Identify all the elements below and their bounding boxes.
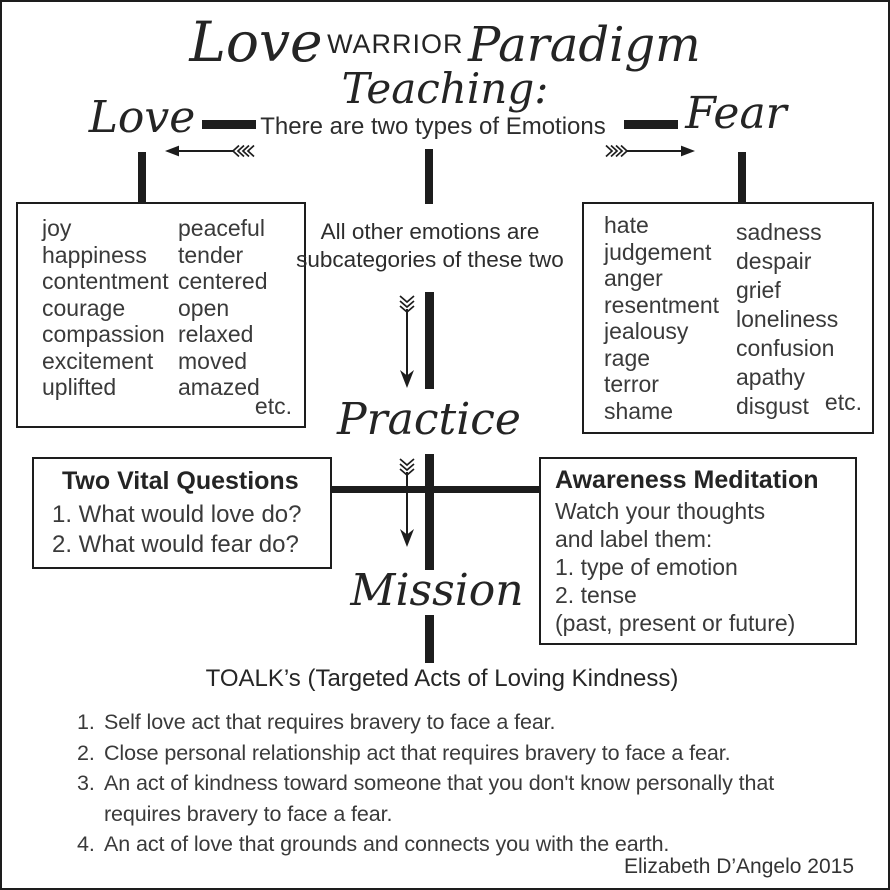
emotion-word: tender [178, 241, 244, 268]
vital-questions-title: Two Vital Questions [62, 467, 299, 495]
awareness-line: 2. tense [555, 582, 637, 608]
emotion-word: open [178, 294, 230, 321]
emotion-word: rage [604, 344, 651, 371]
toalk-list: 1. Self love act that requires bravery t… [77, 707, 829, 860]
arrow-left-icon [165, 144, 255, 158]
toalk-item-number: 3. [77, 771, 95, 795]
etc-label: etc. [254, 393, 292, 419]
toalk-item-text: Close personal relationship act that req… [104, 740, 731, 765]
emotion-word: sadness [736, 219, 822, 245]
emotion-word: terror [604, 371, 659, 397]
awareness-meditation-box: Awareness Meditation Watch your thoughts… [539, 457, 857, 645]
awareness-line: Watch your thoughts [555, 498, 766, 524]
center-connector-bottom [425, 615, 434, 663]
love-heading: Love [88, 92, 196, 143]
emotion-word: anger [604, 265, 663, 291]
emotion-word: centered [178, 268, 268, 294]
love-box-column-1: joy happiness contentment courage compas… [42, 215, 169, 401]
fear-emotions-box: hate judgement anger resentment jealousy… [582, 202, 874, 434]
title-paradigm-script: Paradigm [468, 17, 701, 73]
awareness-line: and label them: [555, 526, 713, 552]
emotion-word: disgust [736, 393, 809, 419]
toalk-item: 2. Close personal relationship act that … [77, 738, 829, 769]
toalk-item: 3. An act of kindness toward someone tha… [77, 768, 829, 829]
emotion-word: apathy [736, 364, 806, 390]
toalk-item-text: An act of kindness toward someone that y… [104, 771, 775, 826]
title-teaching: Teaching: [341, 64, 549, 113]
author-credit: Elizabeth D’Angelo 2015 [624, 855, 854, 878]
emotion-word: resentment [604, 291, 720, 318]
awareness-title: Awareness Meditation [555, 466, 819, 494]
vital-question-item: 1. What would love do? [52, 501, 302, 528]
toalk-item-number: 4. [77, 832, 95, 856]
center-connector-cross [425, 454, 434, 570]
emotion-word: courage [42, 294, 126, 321]
emotion-word: contentment [42, 268, 169, 294]
emotion-word: peaceful [178, 215, 265, 241]
emotion-word: despair [736, 248, 812, 274]
fear-heading: Fear [685, 88, 787, 139]
love-emotions-box: joy happiness contentment courage compas… [16, 202, 306, 428]
practice-heading: Practice [337, 394, 521, 445]
fear-connector-line [738, 152, 746, 204]
dash-left [202, 120, 256, 129]
arrow-down-icon [399, 458, 415, 547]
emotion-word: moved [178, 347, 248, 374]
vital-question-item: 2. What would fear do? [52, 531, 299, 558]
center-connector-mid [425, 292, 434, 389]
two-vital-questions-box: Two Vital Questions 1. What would love d… [32, 457, 332, 569]
awareness-line: 1. type of emotion [555, 554, 738, 580]
toalk-item: 1. Self love act that requires bravery t… [77, 707, 829, 738]
awareness-line: (past, present or future) [555, 610, 796, 636]
boxes-connector-line [331, 486, 541, 493]
emotion-word: compassion [42, 321, 165, 347]
two-types-statement: There are two types of Emotions [260, 113, 606, 140]
emotion-word: amazed [178, 374, 260, 400]
arrow-down-icon [399, 295, 415, 388]
etc-label: etc. [824, 389, 862, 415]
emotion-word: grief [736, 277, 781, 303]
emotion-word: joy [42, 215, 72, 241]
mission-heading: Mission [350, 565, 524, 616]
toalk-item-number: 1. [77, 710, 95, 734]
title-warrior-caps: WARRIOR [327, 29, 464, 59]
dash-right [624, 120, 678, 129]
emotion-word: loneliness [736, 306, 839, 332]
toalk-item-text: Self love act that requires bravery to f… [104, 710, 556, 734]
emotion-word: happiness [42, 241, 147, 268]
emotion-word: judgement [604, 238, 712, 265]
center-connector-top [425, 149, 433, 204]
toalk-item-number: 2. [77, 740, 95, 765]
fear-box-column-1: hate judgement anger resentment jealousy… [604, 212, 719, 424]
subcategories-note: All other emotions are subcategories of … [296, 219, 564, 272]
love-box-column-2: peaceful tender centered open relaxed mo… [178, 215, 268, 401]
emotion-word: jealousy [604, 318, 689, 344]
title-love-script: Love [189, 10, 323, 74]
toalk-item: 4. An act of love that grounds and conne… [77, 829, 829, 860]
emotion-word: relaxed [178, 321, 254, 347]
emotion-word: hate [604, 212, 649, 238]
emotion-word: shame [604, 397, 674, 424]
love-connector-line [138, 152, 146, 204]
emotion-word: excitement [42, 347, 154, 374]
toalk-item-text: An act of love that grounds and connects… [104, 832, 670, 856]
page-title: Love WARRIOR Paradigm [2, 10, 888, 74]
fear-box-column-2: sadness despair grief loneliness confusi… [736, 218, 838, 421]
arrow-right-icon [605, 144, 695, 158]
emotion-word: uplifted [42, 374, 117, 400]
toalk-heading: TOALK’s (Targeted Acts of Loving Kindnes… [205, 665, 679, 692]
emotion-word: confusion [736, 335, 835, 361]
